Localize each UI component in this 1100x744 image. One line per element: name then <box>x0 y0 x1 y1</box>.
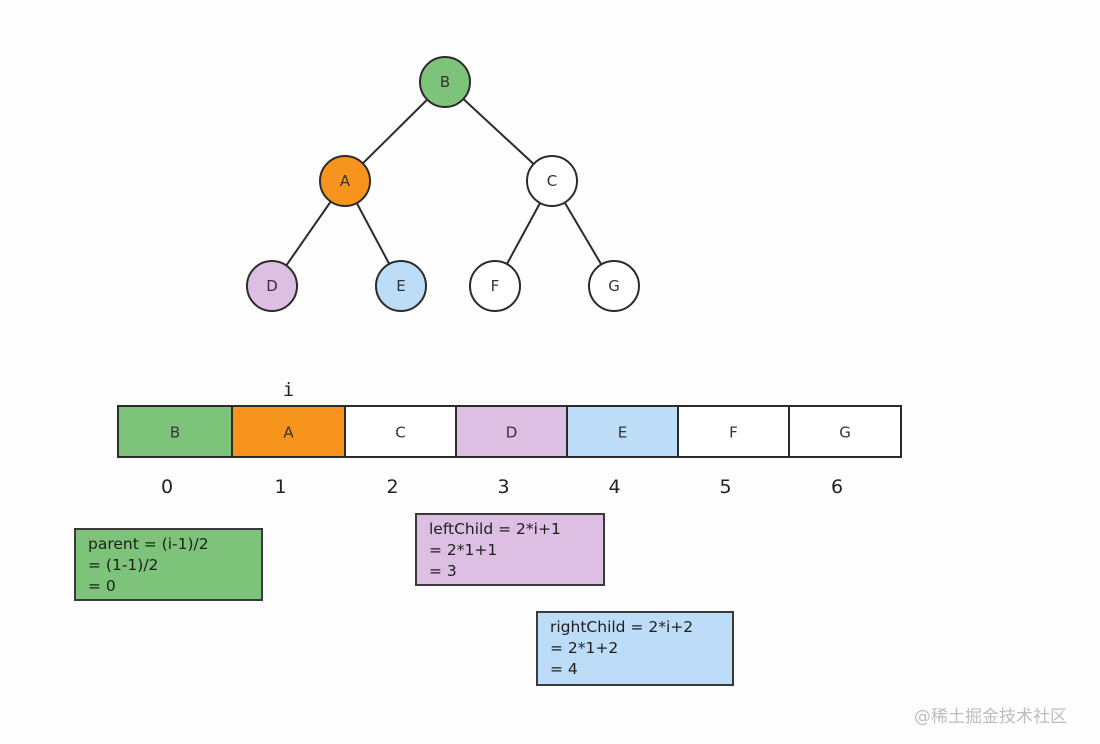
array-cell-label: C <box>395 424 405 442</box>
right-child-formula-line: = 2*1+2 <box>550 639 619 657</box>
tree-node-b: B <box>419 56 471 108</box>
array-cell-1 <box>231 405 346 458</box>
tree-node-d: D <box>246 260 298 312</box>
tree-node-label: A <box>340 172 351 190</box>
array-cell-label: A <box>283 424 294 442</box>
tree-node-label: G <box>608 277 620 295</box>
tree-nodes: B A C D E F G <box>246 56 640 312</box>
left-child-formula-box: leftChild = 2*i+1 = 2*1+1 = 3 <box>415 513 605 586</box>
array-pointer-label: i <box>283 379 294 401</box>
array-index-label: 1 <box>274 476 286 498</box>
tree-node-c: C <box>526 155 578 207</box>
tree-node-label: F <box>491 277 500 295</box>
tree-node-g: G <box>588 260 640 312</box>
array-cell-label: B <box>170 424 180 442</box>
array-cell-2 <box>344 405 457 458</box>
right-child-formula-box: rightChild = 2*i+2 = 2*1+2 = 4 <box>536 611 734 686</box>
array-cell-3 <box>455 405 568 458</box>
array-index-label: 6 <box>831 476 843 498</box>
parent-formula-line: = 0 <box>88 577 116 595</box>
array-cell-label: F <box>729 424 738 442</box>
tree-node-circle <box>246 260 298 312</box>
tree-node-circle <box>469 260 521 312</box>
tree-node-label: D <box>266 277 278 295</box>
array-index-label: 5 <box>719 476 731 498</box>
tree-node-e: E <box>375 260 427 312</box>
tree-node-circle <box>419 56 471 108</box>
array-cell-0 <box>117 405 233 458</box>
tree-node-f: F <box>469 260 521 312</box>
array-index-label: 2 <box>386 476 398 498</box>
array-index-label: 4 <box>608 476 620 498</box>
array-cell-label: G <box>839 424 851 442</box>
parent-formula-box: parent = (i-1)/2 = (1-1)/2 = 0 <box>74 528 263 601</box>
array-index-label: 3 <box>497 476 509 498</box>
array-cell-label: D <box>506 424 518 442</box>
parent-formula-line: parent = (i-1)/2 <box>88 535 209 553</box>
tree-node-circle <box>588 260 640 312</box>
tree-node-circle <box>526 155 578 207</box>
parent-formula-line: = (1-1)/2 <box>88 556 159 574</box>
left-child-formula-line: = 3 <box>429 562 457 580</box>
tree-node-label: E <box>396 277 405 295</box>
array-strip: B 0 A 1 C 2 D 3 E 4 F 5 G 6 i <box>117 379 902 498</box>
array-index-label: 0 <box>161 476 173 498</box>
right-child-formula-line: rightChild = 2*i+2 <box>550 618 694 636</box>
array-cell-6 <box>788 405 902 458</box>
right-child-formula-line: = 4 <box>550 660 578 678</box>
tree-node-label: C <box>547 172 557 190</box>
array-cell-label: E <box>618 424 627 442</box>
watermark: @稀土掘金技术社区 <box>914 707 1067 727</box>
tree-node-circle <box>375 260 427 312</box>
tree-node-label: B <box>440 73 450 91</box>
left-child-formula-line: leftChild = 2*i+1 <box>429 520 561 538</box>
tree-node-a: A <box>319 155 371 207</box>
array-cell-5 <box>677 405 790 458</box>
tree-node-circle <box>319 155 371 207</box>
left-child-formula-line: = 2*1+1 <box>429 541 498 559</box>
